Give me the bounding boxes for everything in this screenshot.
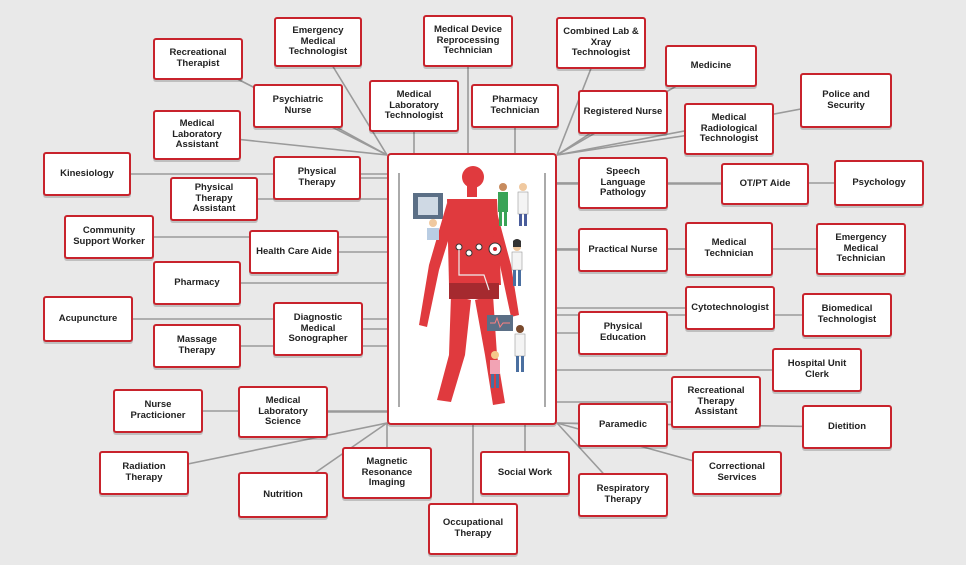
node-ot-pt-aide: OT/PT Aide <box>721 163 809 205</box>
node-practical-nurse: Practical Nurse <box>578 228 668 272</box>
node-diagnostic-medical-sonographer: Diagnostic Medical Sonographer <box>273 302 363 356</box>
node-physical-education: Physical Education <box>578 311 668 355</box>
node-cytotechnologist: Cytotechnologist <box>685 286 775 330</box>
node-pharmacy-technician: Pharmacy Technician <box>471 84 559 128</box>
node-acupuncture: Acupuncture <box>43 296 133 342</box>
node-kinesiology: Kinesiology <box>43 152 131 196</box>
node-biomedical-technologist: Biomedical Technologist <box>802 293 892 337</box>
node-magnetic-resonance-imaging: Magnetic Resonance Imaging <box>342 447 432 499</box>
node-registered-nurse: Registered Nurse <box>578 90 668 134</box>
node-psychiatric-nurse: Psychiatric Nurse <box>253 84 343 128</box>
node-community-support-worker: Community Support Worker <box>64 215 154 259</box>
node-emergency-medical-technologist: Emergency Medical Technologist <box>274 17 362 67</box>
center-illustration-panel <box>387 153 557 425</box>
node-dietition: Dietition <box>802 405 892 449</box>
node-nurse-practicioner: Nurse Practicioner <box>113 389 203 433</box>
node-health-care-aide: Health Care Aide <box>249 230 339 274</box>
node-correctional-services: Correctional Services <box>692 451 782 495</box>
node-emergency-medical-technician: Emergency Medical Technician <box>816 223 906 275</box>
node-combined-lab-xray-technologist: Combined Lab & Xray Technologist <box>556 17 646 69</box>
node-hospital-unit-clerk: Hospital Unit Clerk <box>772 348 862 392</box>
node-recreational-therapy-assistant: Recreational Therapy Assistant <box>671 376 761 428</box>
node-medical-device-reprocessing-technician: Medical Device Reprocessing Technician <box>423 15 513 67</box>
node-pharmacy: Pharmacy <box>153 261 241 305</box>
node-speech-language-pathology: Speech Language Pathology <box>578 157 668 209</box>
node-medicine: Medicine <box>665 45 757 87</box>
node-recreational-therapist: Recreational Therapist <box>153 38 243 80</box>
node-social-work: Social Work <box>480 451 570 495</box>
node-medical-technician: Medical Technician <box>685 222 773 276</box>
node-nutrition: Nutrition <box>238 472 328 518</box>
node-physical-therapy: Physical Therapy <box>273 156 361 200</box>
node-psychology: Psychology <box>834 160 924 206</box>
node-massage-therapy: Massage Therapy <box>153 324 241 368</box>
human-body-illustration <box>398 166 546 407</box>
node-medical-laboratory-technologist: Medical Laboratory Technologist <box>369 80 459 132</box>
node-medical-laboratory-science: Medical Laboratory Science <box>238 386 328 438</box>
node-police-and-security: Police and Security <box>800 73 892 128</box>
node-paramedic: Paramedic <box>578 403 668 447</box>
node-physical-therapy-assistant: Physical Therapy Assistant <box>170 177 258 221</box>
node-occupational-therapy: Occupational Therapy <box>428 503 518 555</box>
node-medical-radiological-technologist: Medical Radiological Technologist <box>684 103 774 155</box>
node-medical-laboratory-assistant: Medical Laboratory Assistant <box>153 110 241 160</box>
node-respiratory-therapy: Respiratory Therapy <box>578 473 668 517</box>
node-radiation-therapy: Radiation Therapy <box>99 451 189 495</box>
